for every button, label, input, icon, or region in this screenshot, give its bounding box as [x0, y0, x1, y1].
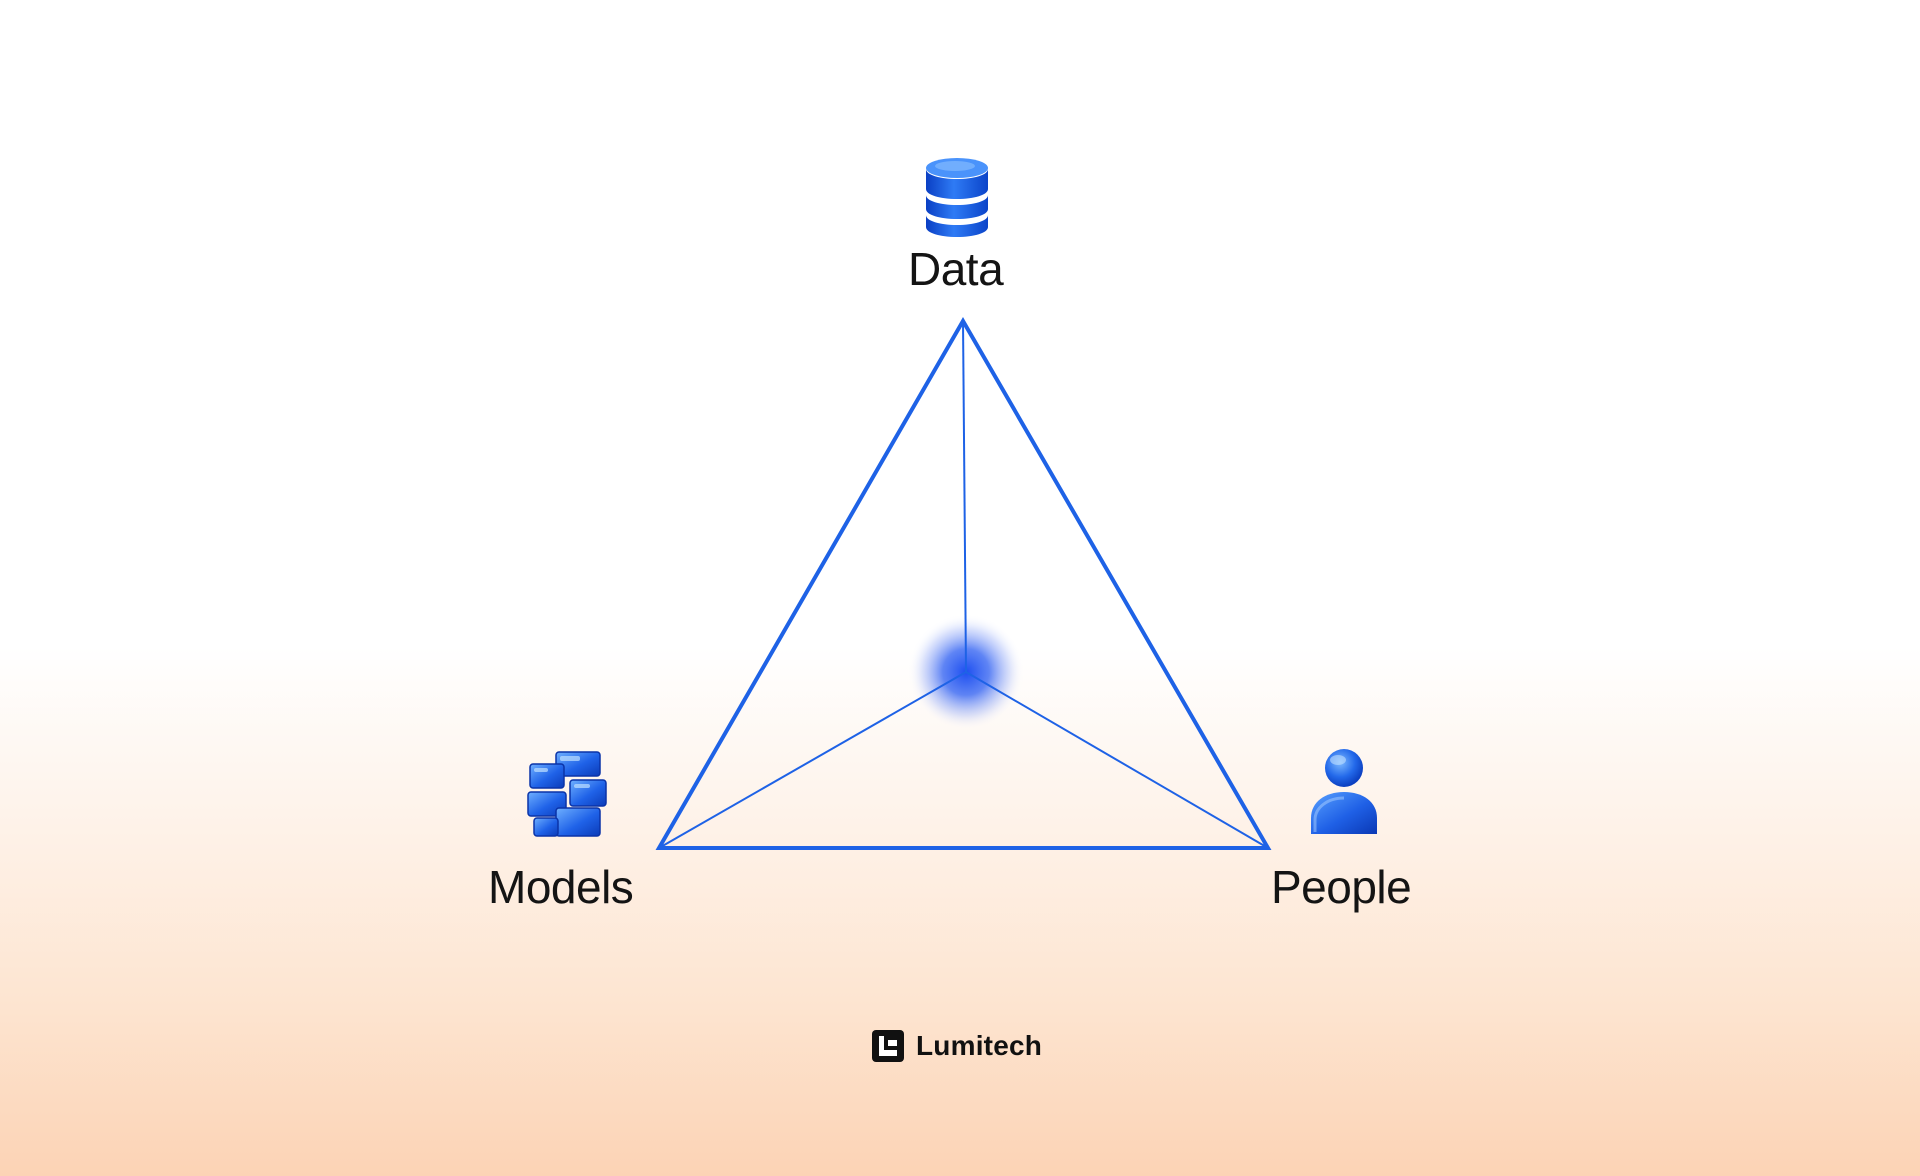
lumitech-logo-icon: [872, 1030, 904, 1062]
database-icon: [926, 158, 988, 237]
edge-to-data: [962, 320, 967, 673]
node-label-data: Data: [908, 243, 1004, 295]
brand-name: Lumitech: [916, 1030, 1043, 1061]
brand-footer: Lumitech: [872, 1029, 1042, 1063]
person-icon: [1311, 749, 1377, 834]
node-label-models: Models: [488, 861, 634, 913]
node-label-people: People: [1271, 861, 1412, 913]
cube-blocks-icon: [527, 751, 607, 837]
edge-to-people: [965, 671, 1269, 849]
triangle-outline: [655, 317, 1272, 850]
edge-to-models: [658, 671, 967, 849]
